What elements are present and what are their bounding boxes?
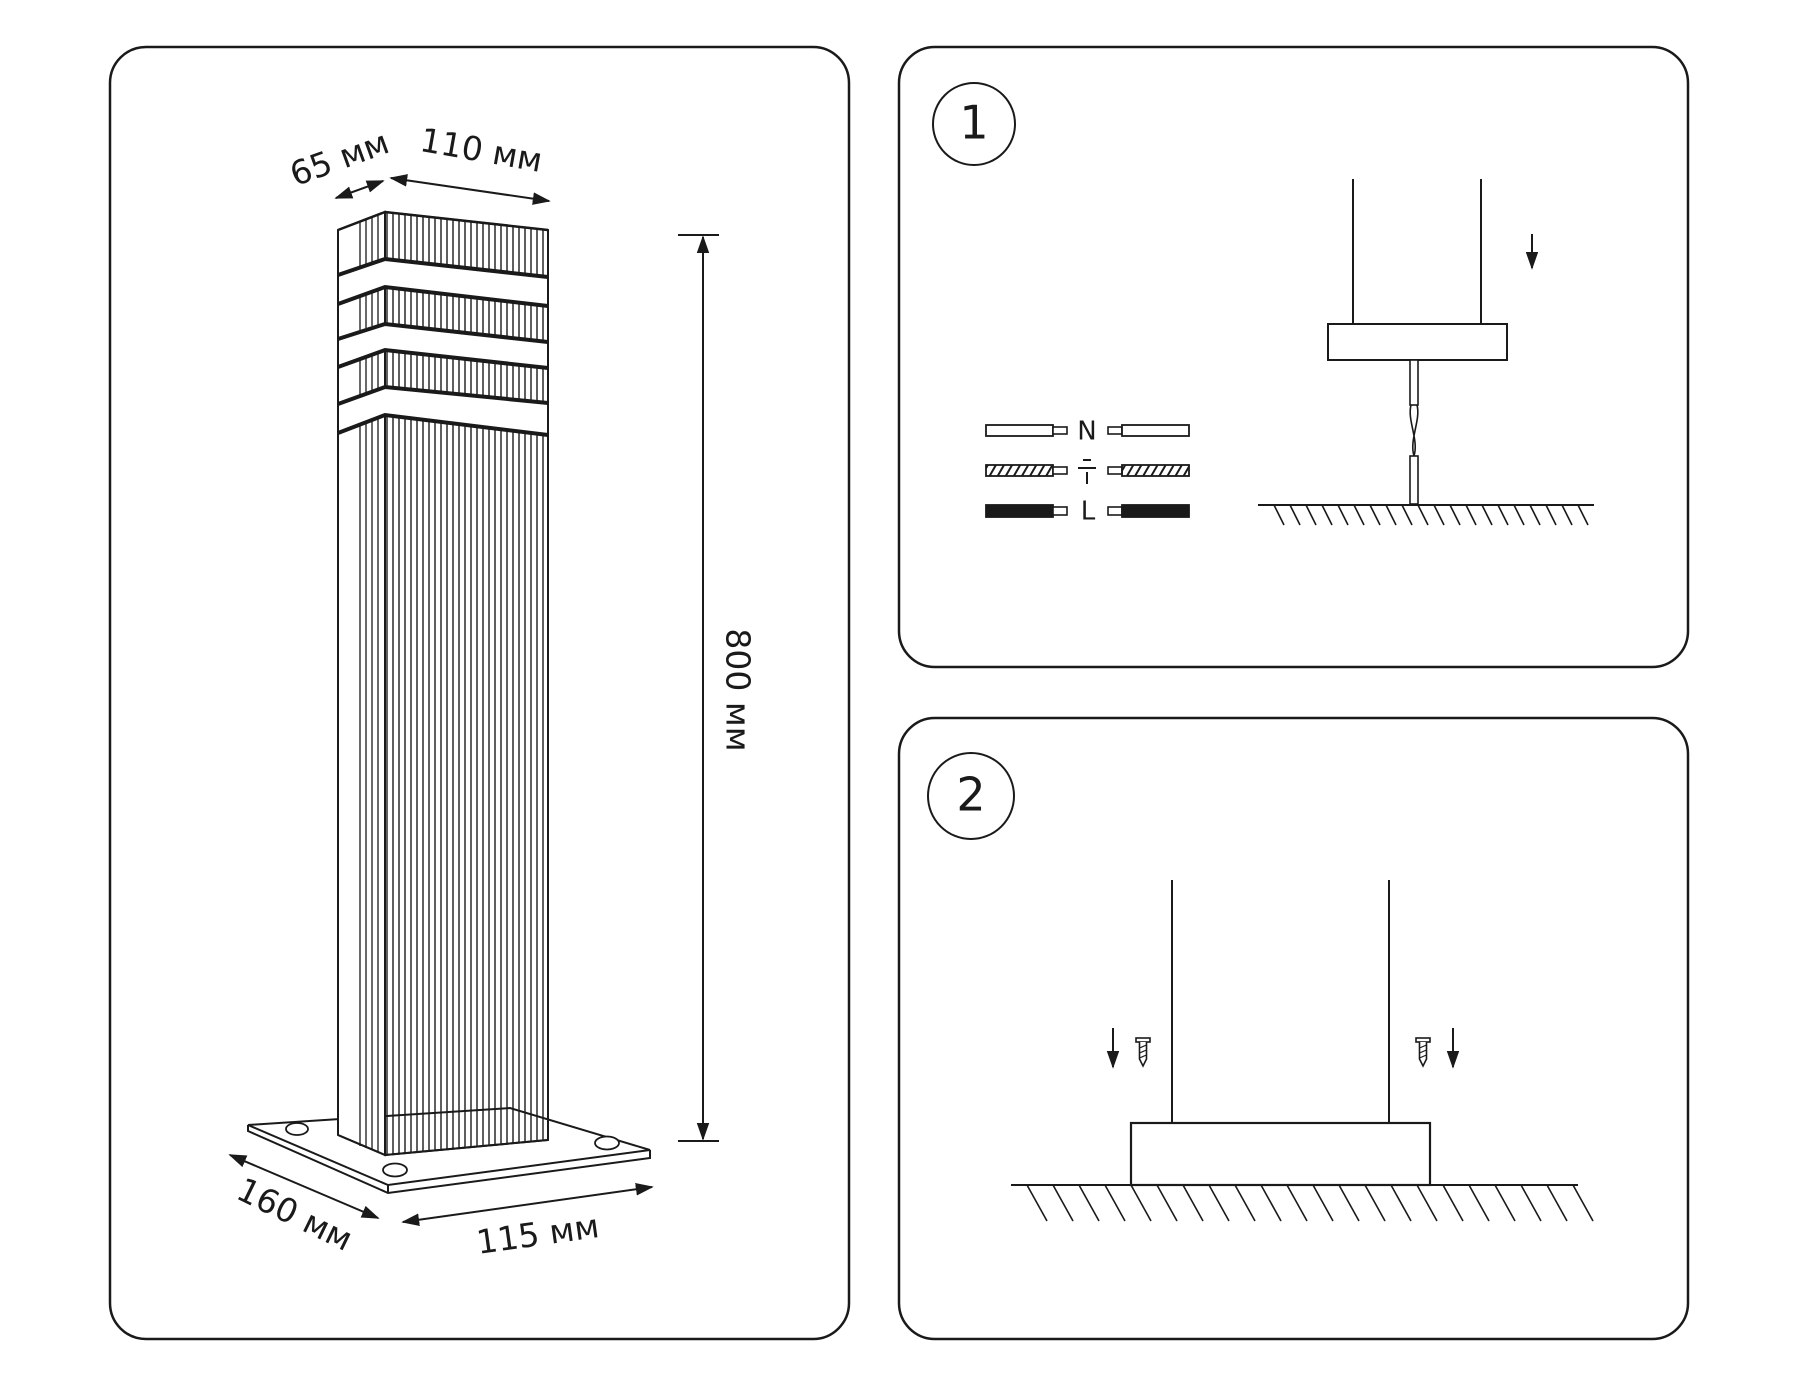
- ground-hatch: [1234, 1184, 1256, 1222]
- light-band: [337, 321, 549, 370]
- ground-hatch: [1364, 1184, 1386, 1222]
- ground-hatch: [1401, 504, 1413, 526]
- ground-hatch: [1417, 504, 1429, 526]
- ground-hatch: [1390, 1184, 1412, 1222]
- light-band: [337, 384, 549, 437]
- ground-hatch: [1561, 504, 1573, 526]
- mounting-hole: [382, 1162, 408, 1178]
- mounting-hole: [594, 1135, 620, 1151]
- ground-hatch: [1026, 1184, 1048, 1222]
- ground-hatch: [1130, 1184, 1152, 1222]
- ground-hatch: [1481, 504, 1493, 526]
- wire-live: L: [985, 497, 1190, 527]
- step-number-badge: [927, 752, 1015, 840]
- step-2-panel: 2: [897, 716, 1690, 1341]
- ground-hatch: [1468, 1184, 1490, 1222]
- ground-hatch: [1416, 1184, 1438, 1222]
- ground-hatch: [1337, 504, 1349, 526]
- ground-hatch: [1497, 504, 1509, 526]
- wiring-legend: N L: [985, 417, 1190, 527]
- bollard-base: [1327, 323, 1508, 361]
- ground-hatch: [1104, 1184, 1126, 1222]
- dim-label-height: 800 мм: [719, 628, 758, 751]
- step-1-panel-frame: [897, 45, 1690, 669]
- ground-hatch: [1286, 1184, 1308, 1222]
- bollard-base: [1129, 1121, 1432, 1187]
- ground-hatch: [1577, 504, 1589, 526]
- ground-hatch: [1305, 504, 1317, 526]
- ground-hatch: [1078, 1184, 1100, 1222]
- ground-hatch: [1052, 1184, 1074, 1222]
- ground: [1011, 1184, 1594, 1222]
- dimensions-panel: 65 мм 110 мм 800 мм 160 мм 115 мм: [108, 45, 851, 1341]
- ground: [1258, 504, 1594, 526]
- ground-hatch: [1572, 1184, 1594, 1222]
- screw-icon: [1415, 1037, 1431, 1068]
- step-number: 1: [959, 96, 988, 150]
- ground-hatch: [1449, 504, 1461, 526]
- ground-hatch: [1433, 504, 1445, 526]
- ground-hatch: [1369, 504, 1381, 526]
- wire-neutral: N: [985, 417, 1190, 447]
- ground-hatch: [1442, 1184, 1464, 1222]
- ground-hatch: [1156, 1184, 1178, 1222]
- mounting-hole: [285, 1122, 309, 1136]
- ground-hatch: [1385, 504, 1397, 526]
- ground-hatch: [1546, 1184, 1568, 1222]
- ground-hatch: [1494, 1184, 1516, 1222]
- bollard-side-view: [1327, 179, 1508, 361]
- bollard-side-view: [1129, 880, 1432, 1187]
- step-number-badge: [932, 82, 1016, 166]
- step-number: 2: [956, 768, 985, 822]
- step-1-panel: 1 N: [897, 45, 1690, 669]
- ground-hatch: [1312, 1184, 1334, 1222]
- dim-arrow-width-top: [389, 174, 551, 205]
- ground-hatch: [1465, 504, 1477, 526]
- wire-label-l: L: [1081, 497, 1096, 527]
- wire-label-n: N: [1077, 417, 1096, 447]
- ground-hatch: [1208, 1184, 1230, 1222]
- ground-hatch: [1182, 1184, 1204, 1222]
- ground-hatch: [1289, 504, 1301, 526]
- light-band: [337, 256, 549, 308]
- dim-arrow-depth-top: [334, 180, 385, 199]
- ground-hatch: [1321, 504, 1333, 526]
- ground-hatch: [1260, 1184, 1282, 1222]
- earth-symbol-icon: [1078, 459, 1096, 484]
- ground-hatch: [1545, 504, 1557, 526]
- dim-arrow-base-depth: [228, 1154, 380, 1219]
- ground-hatch: [1529, 504, 1541, 526]
- ground-hatch: [1353, 504, 1365, 526]
- ground-hatch: [1273, 504, 1285, 526]
- ground-hatch: [1513, 504, 1525, 526]
- cable: [1409, 359, 1419, 505]
- dim-arrow-base-width: [401, 1183, 654, 1226]
- wire-earth: [985, 459, 1190, 484]
- screw-icon: [1135, 1037, 1151, 1068]
- ground-hatch: [1520, 1184, 1542, 1222]
- bollard: [337, 210, 549, 1157]
- step-2-panel-frame: [897, 716, 1690, 1341]
- ground-hatch: [1338, 1184, 1360, 1222]
